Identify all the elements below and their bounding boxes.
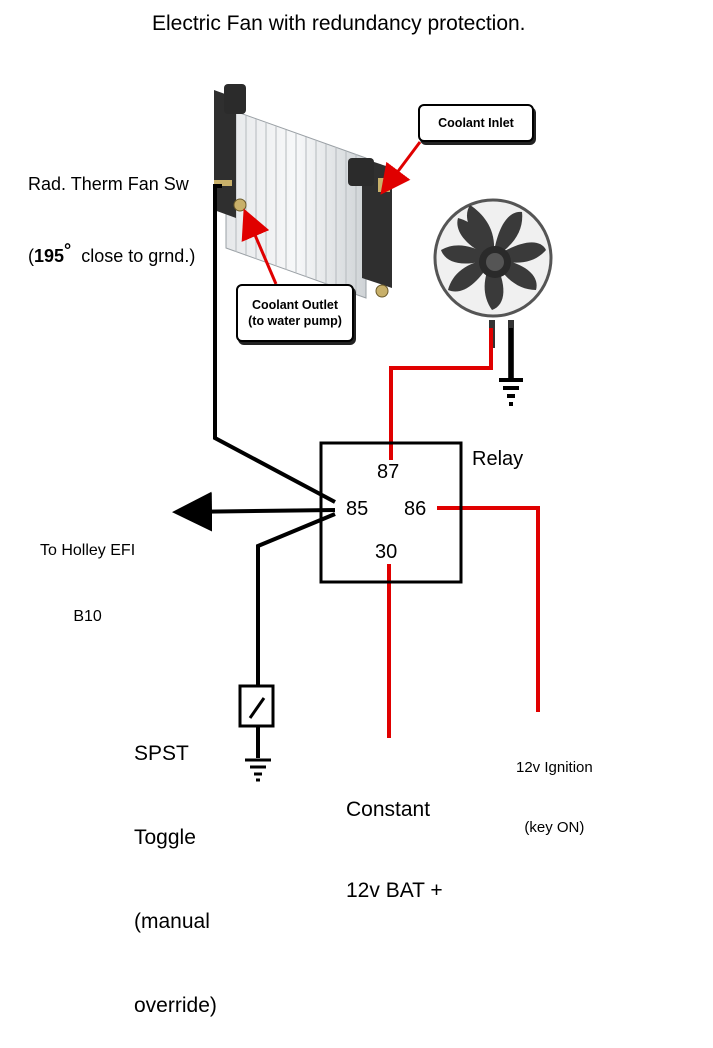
relay-label: Relay (472, 448, 524, 470)
toggle-label: SPST Toggle (manual override) (134, 684, 217, 1048)
toggle-line3: (manual (134, 910, 210, 933)
close-to-ground-text: close to grnd.) (71, 246, 196, 266)
thermo-switch-label: Rad. Therm Fan Sw (195° close to grnd.) (28, 124, 195, 292)
coolant-outlet-line2: (to water pump) (248, 314, 342, 328)
relay-pin-85: 85 (346, 498, 369, 520)
coolant-outlet-line1: Coolant Outlet (251, 298, 339, 312)
toggle-line4: override) (134, 994, 217, 1017)
thermo-switch-line2: (195° close to grnd.) (28, 240, 196, 268)
ground-symbol-fan (499, 378, 523, 406)
wire-86-to-ignition (437, 506, 540, 712)
ignition-line2: (key ON) (524, 819, 585, 836)
ignition-label: 12v Ignition (key ON) (516, 718, 593, 858)
diagram-title: Electric Fan with redundancy protection. (152, 12, 526, 35)
toggle-line1: SPST (134, 742, 189, 765)
relay-pin-30: 30 (375, 541, 398, 563)
battery-line1: Constant (346, 798, 431, 821)
wire-85-to-efi (172, 491, 336, 532)
relay-pin-86: 86 (404, 498, 427, 520)
battery-label: Constant 12v BAT + (346, 742, 443, 931)
relay-box (319, 441, 463, 584)
spst-toggle-switch (238, 684, 275, 728)
efi-line2: B10 (73, 608, 102, 625)
efi-line1: To Holley EFI (40, 542, 136, 559)
battery-line2: 12v BAT + (346, 879, 443, 902)
degree-symbol: ° (64, 240, 72, 260)
holley-efi-label: To Holley EFI B10 (40, 496, 135, 650)
ground-symbol-toggle (245, 758, 271, 782)
relay-pin-87: 87 (377, 461, 400, 483)
paren-open: ( (28, 246, 34, 266)
coolant-inlet-callout: Coolant Inlet (418, 104, 534, 142)
wire-85-to-toggle (256, 512, 336, 686)
temp-value: 195 (34, 246, 65, 266)
radiator-image (214, 84, 392, 299)
wire-therm-to-85 (213, 184, 336, 504)
toggle-line2: Toggle (134, 826, 196, 849)
ignition-line1: 12v Ignition (516, 759, 593, 776)
arrow-coolant-outlet (241, 208, 278, 285)
fan-image (433, 198, 553, 378)
coolant-outlet-callout: Coolant Outlet (to water pump) (236, 284, 354, 342)
arrow-coolant-inlet (380, 141, 422, 195)
wiring-diagram (172, 84, 553, 782)
wire-fan-to-87 (389, 328, 493, 460)
thermo-switch-line1: Rad. Therm Fan Sw (28, 174, 189, 194)
